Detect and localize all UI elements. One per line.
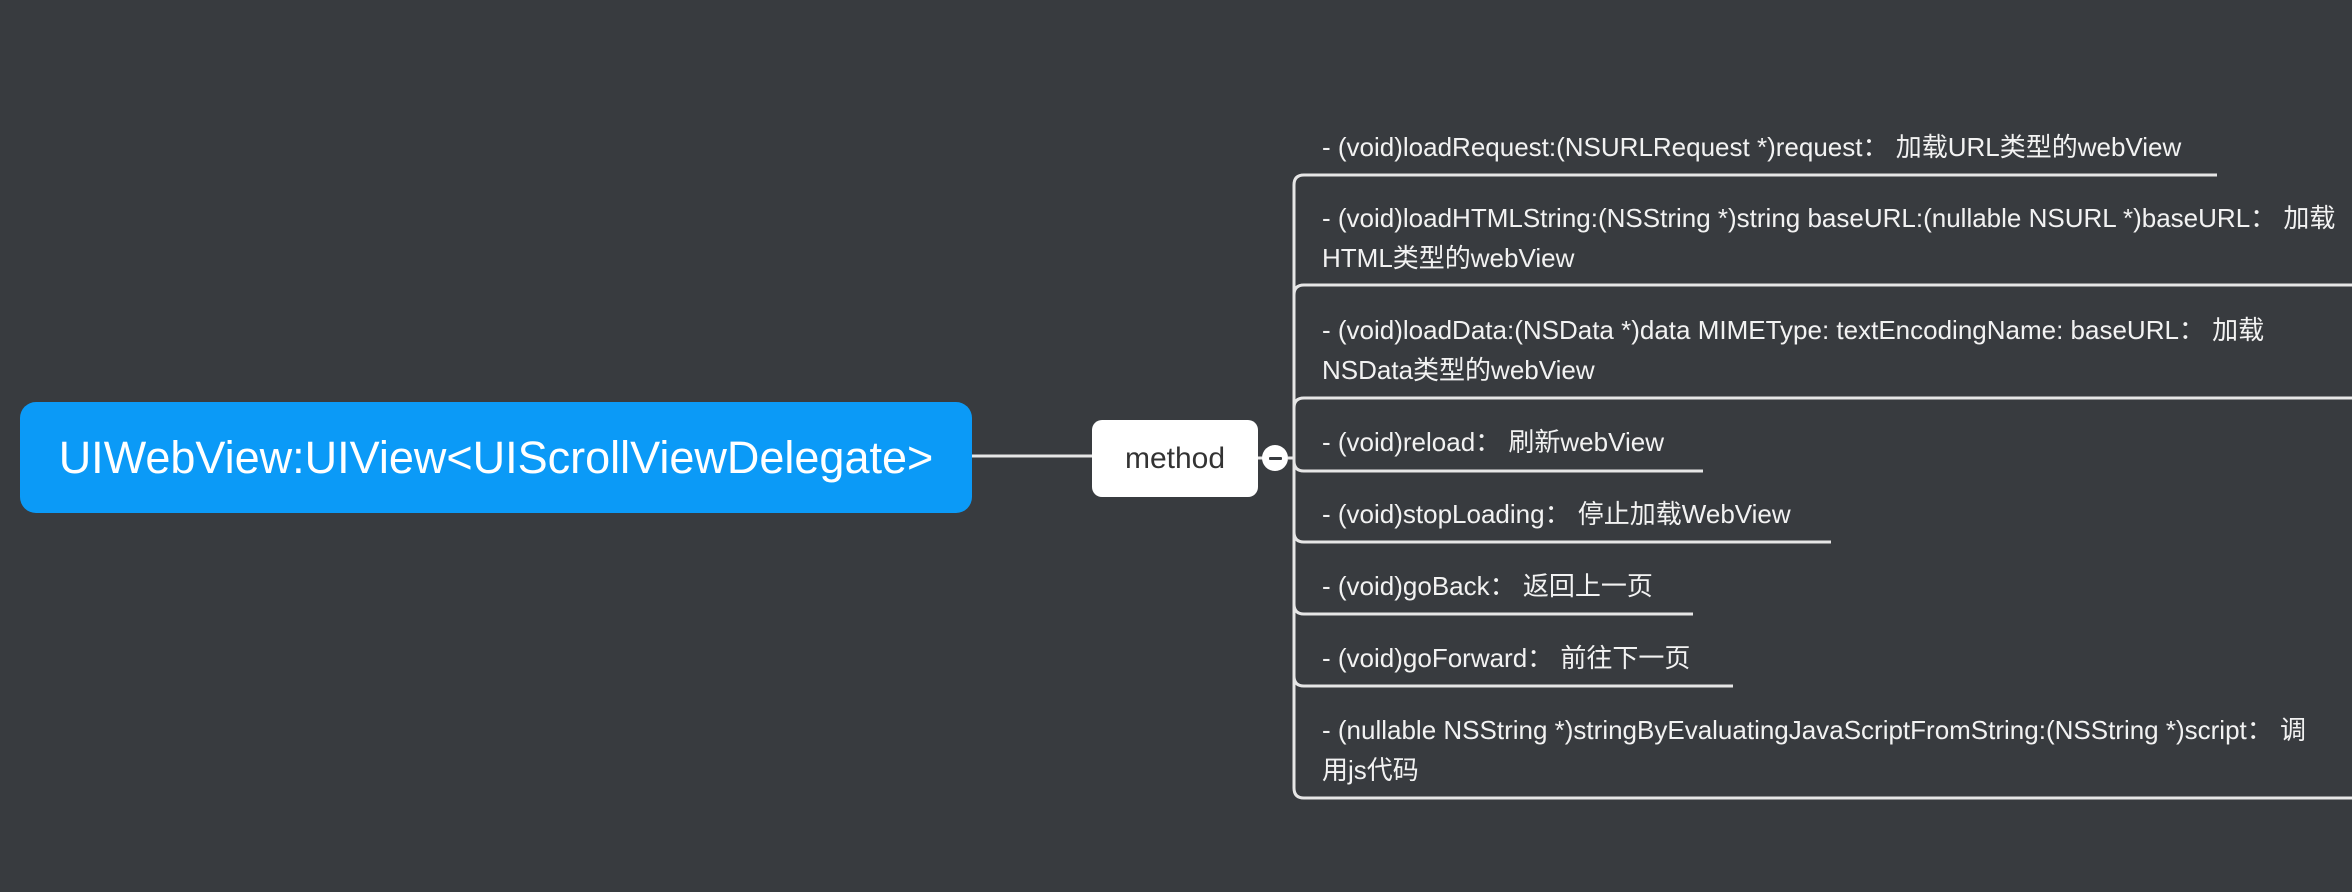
leaf-topic-load-request[interactable]: - (void)loadRequest:(NSURLRequest *)requ… — [1322, 127, 2181, 167]
leaf-line: HTML类型的webView — [1322, 243, 1575, 273]
leaf-line: - (void)stopLoading： 停止加载WebView — [1322, 499, 1791, 529]
method-topic[interactable]: method — [1092, 420, 1258, 497]
leaf-line: 用js代码 — [1322, 755, 1419, 785]
leaf-line: - (void)goForward： 前往下一页 — [1322, 643, 1691, 673]
leaf-topic-go-forward[interactable]: - (void)goForward： 前往下一页 — [1322, 638, 1690, 678]
leaf-line: - (void)goBack： 返回上一页 — [1322, 571, 1653, 601]
leaf-line: - (nullable NSString *)stringByEvaluatin… — [1322, 715, 2306, 745]
leaf-topic-evaluate-javascript[interactable]: - (nullable NSString *)stringByEvaluatin… — [1322, 710, 2306, 790]
branch-line — [1292, 283, 2352, 458]
leaf-line: - (void)reload： 刷新webView — [1322, 427, 1664, 457]
leaf-line: - (void)loadData:(NSData *)data MIMEType… — [1322, 315, 2265, 345]
leaf-topic-stop-loading[interactable]: - (void)stopLoading： 停止加载WebView — [1322, 494, 1791, 534]
leaf-topic-go-back[interactable]: - (void)goBack： 返回上一页 — [1322, 566, 1653, 606]
root-topic-label: UIWebView:UIView<UIScrollViewDelegate> — [58, 431, 934, 483]
branch-line — [1292, 396, 2352, 458]
minus-icon — [1268, 456, 1282, 460]
root-topic[interactable]: UIWebView:UIView<UIScrollViewDelegate> — [20, 402, 972, 513]
branch-line — [1292, 173, 2217, 458]
leaf-line: - (void)loadRequest:(NSURLRequest *)requ… — [1322, 132, 2182, 162]
leaf-topic-load-html-string[interactable]: - (void)loadHTMLString:(NSString *)strin… — [1322, 198, 2335, 278]
leaf-topic-load-data[interactable]: - (void)loadData:(NSData *)data MIMEType… — [1322, 310, 2264, 390]
leaf-line: NSData类型的webView — [1322, 355, 1595, 385]
branch-line — [1292, 458, 2352, 800]
leaf-topic-reload[interactable]: - (void)reload： 刷新webView — [1322, 422, 1664, 462]
method-topic-label: method — [1124, 441, 1226, 475]
collapse-toggle[interactable] — [1262, 445, 1288, 471]
branch-lines — [1292, 173, 2352, 800]
leaf-line: - (void)loadHTMLString:(NSString *)strin… — [1322, 203, 2336, 233]
